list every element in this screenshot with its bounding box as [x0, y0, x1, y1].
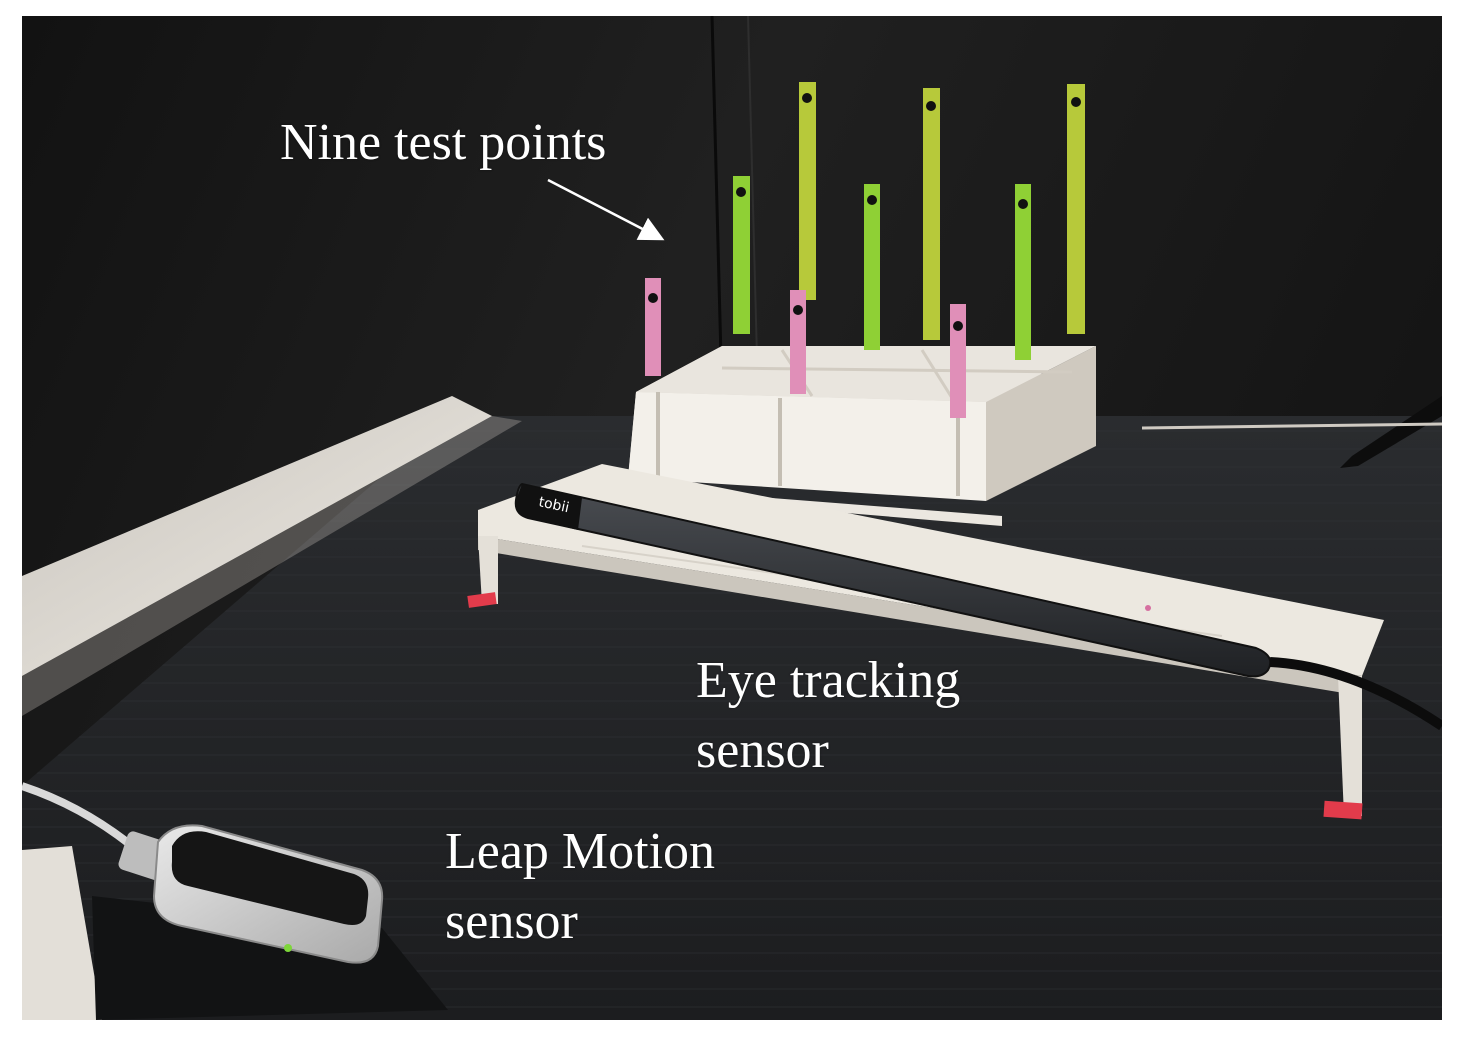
marker-middle-center	[864, 184, 880, 350]
marker-middle-right	[1015, 184, 1031, 360]
label-eye-line2: sensor	[696, 722, 829, 779]
tape-marker-right	[1323, 800, 1363, 820]
marker-front-left	[645, 278, 661, 376]
annotation-arrow	[547, 178, 665, 241]
marker-front-center	[790, 290, 806, 394]
eye-tracker-brand: tobii	[537, 494, 570, 516]
experiment-setup-photo: tobii	[22, 16, 1442, 1020]
marker-front-right	[950, 304, 966, 418]
label-nine-test-points-text: Nine test points	[280, 114, 607, 171]
tape-marker-left	[467, 592, 497, 608]
eye-tracker-stand	[478, 464, 1384, 816]
label-nine-test-points: Nine test points	[280, 108, 606, 178]
label-eye-line1: Eye tracking	[696, 652, 961, 709]
label-leap-line2: sensor	[445, 893, 578, 950]
label-leap-line1: Leap Motion	[445, 823, 716, 880]
leap-motion-device	[22, 782, 384, 964]
table-edge	[22, 396, 492, 676]
marker-back-center	[923, 88, 940, 340]
test-markers	[645, 82, 1085, 418]
marker-back-right	[1067, 84, 1085, 334]
marker-back-left	[799, 82, 816, 300]
eye-tracker-device: tobii	[514, 482, 1442, 731]
label-eye-tracking-sensor: Eye tracking sensor	[696, 646, 960, 786]
photo-frame: tobii Nine test points Eye tracking sens…	[22, 16, 1442, 1020]
label-leap-motion-sensor: Leap Motion sensor	[445, 817, 715, 957]
marker-middle-left	[733, 176, 750, 334]
